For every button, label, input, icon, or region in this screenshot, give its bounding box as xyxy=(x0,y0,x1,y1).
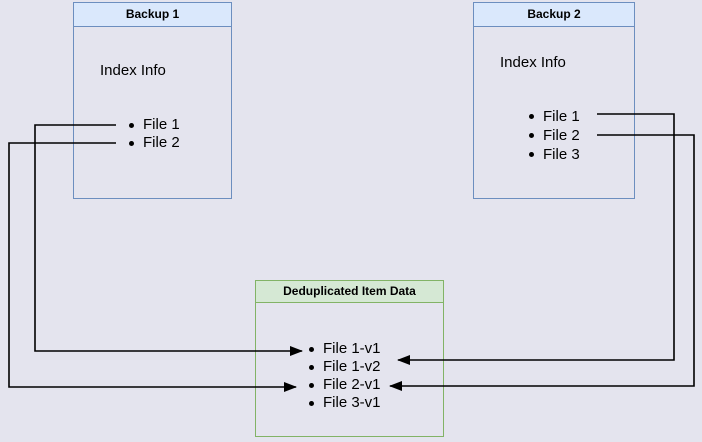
backup2-box: Backup 2 Index Info File 1 File 2 File 3 xyxy=(473,2,635,199)
deduplicated-item-data-box: Deduplicated Item Data File 1-v1 File 1-… xyxy=(255,280,444,437)
backup1-file-list: File 1 File 2 xyxy=(129,116,180,152)
backup2-title: Backup 2 xyxy=(474,3,634,27)
list-item: File 3-v1 xyxy=(309,394,381,411)
dedup-file-list: File 1-v1 File 1-v2 File 2-v1 File 3-v1 xyxy=(309,340,381,412)
list-item: File 1-v1 xyxy=(309,340,381,357)
list-item: File 1 xyxy=(529,108,580,125)
backup2-file-list: File 1 File 2 File 3 xyxy=(529,107,580,164)
backup2-index-info-label: Index Info xyxy=(500,54,566,71)
list-item: File 1 xyxy=(129,116,180,133)
backup1-index-info-label: Index Info xyxy=(100,62,166,79)
list-item: File 2 xyxy=(529,127,580,144)
list-item: File 2-v1 xyxy=(309,376,381,393)
list-item: File 1-v2 xyxy=(309,358,381,375)
list-item: File 3 xyxy=(529,146,580,163)
backup1-box: Backup 1 Index Info File 1 File 2 xyxy=(73,2,232,199)
dedup-title: Deduplicated Item Data xyxy=(256,281,443,303)
backup1-title: Backup 1 xyxy=(74,3,231,27)
list-item: File 2 xyxy=(129,134,180,151)
